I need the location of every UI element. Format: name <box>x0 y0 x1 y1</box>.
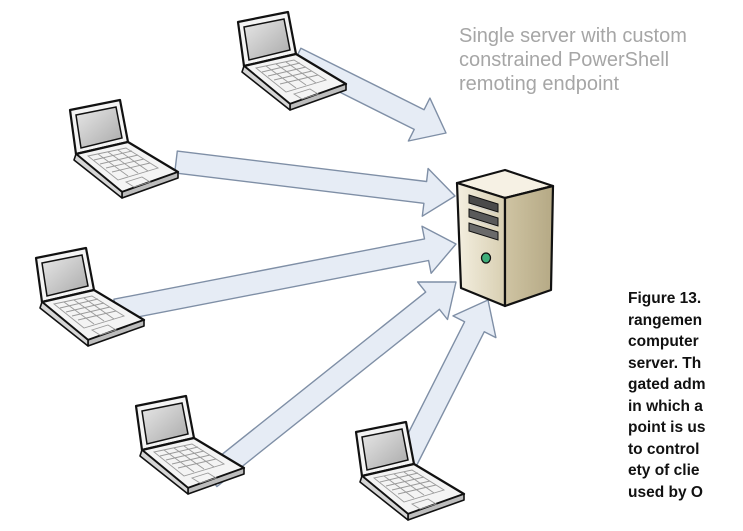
laptop-icon <box>134 394 246 496</box>
figure-caption: Figure 13. rangemen computer server. Th … <box>628 288 706 503</box>
figure-caption-line: computer <box>628 333 699 350</box>
figure-caption-line: server. Th <box>628 354 702 372</box>
server-tower <box>455 168 555 308</box>
power-button-icon <box>480 252 492 264</box>
client-laptop-4 <box>134 394 246 496</box>
connection-arrow-3 <box>113 225 457 322</box>
figure-caption-line: rangemen <box>628 311 703 329</box>
figure-caption-line: ety of clie <box>628 462 700 479</box>
laptop-icon <box>236 10 348 112</box>
server-caption-line: constrained PowerShell <box>459 49 670 71</box>
laptop-icon <box>68 98 180 200</box>
connection-arrow-1 <box>290 47 447 142</box>
server-caption-line: remoting endpoint <box>459 73 620 95</box>
connection-arrows <box>113 47 497 488</box>
figure-caption-line: to control <box>628 440 700 458</box>
figure-caption-line: Figure 13. <box>628 290 702 307</box>
tower-server-icon <box>455 168 555 308</box>
server-caption: Single server with custom constrained Po… <box>459 24 687 96</box>
client-laptop-1 <box>236 10 348 112</box>
connection-arrow-4 <box>202 281 457 488</box>
figure-caption-line: used by O <box>628 483 703 501</box>
figure-caption-line: point is us <box>628 419 706 436</box>
figure-caption-line: in which a <box>628 397 703 415</box>
server-caption-line: Single server with custom <box>459 25 687 47</box>
figure-caption-line: gated adm <box>628 376 706 393</box>
connection-arrow-2 <box>173 150 456 217</box>
client-laptop-2 <box>68 98 180 200</box>
